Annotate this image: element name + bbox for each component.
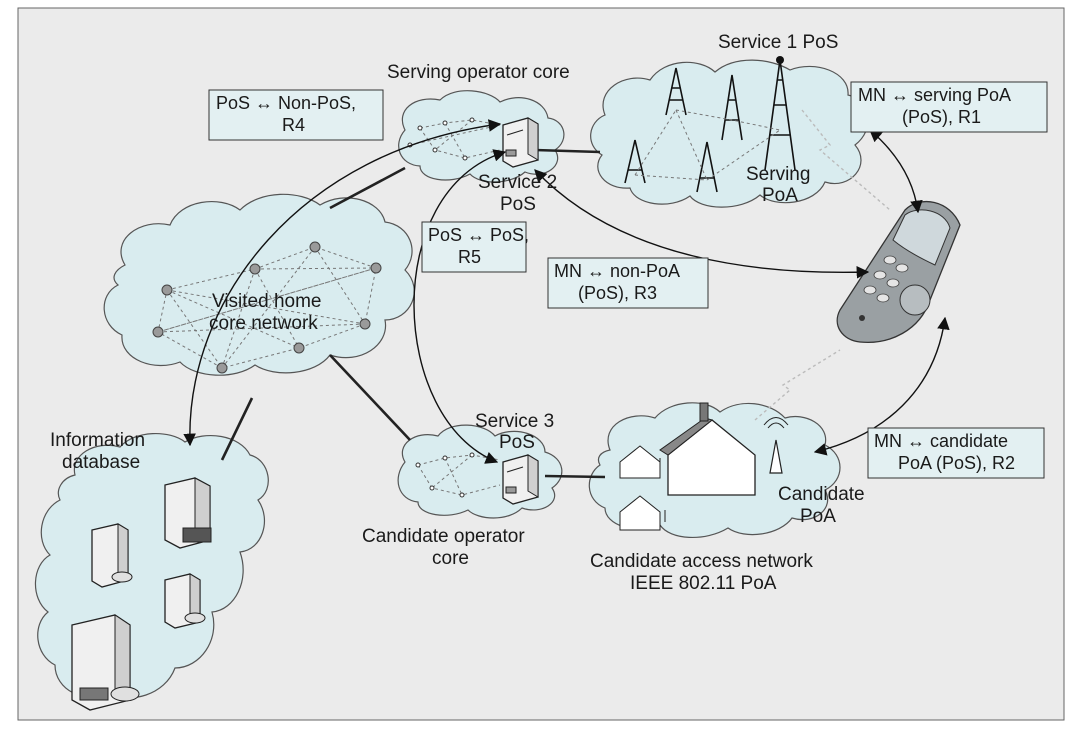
relation-box-r3: MN ↔ non-PoA (PoS), R3 — [547, 257, 709, 309]
r1-line2: (PoS), R1 — [902, 107, 981, 127]
mobile-node-phone — [836, 201, 961, 344]
candidate-access-houses — [619, 402, 789, 531]
service3-label-line1: Service 3 — [475, 411, 554, 432]
serving-operator-core-cloud — [398, 90, 565, 183]
service1-pos-label: Service 1 PoS — [718, 32, 838, 53]
r3-line1: MN ↔ non-PoA — [554, 261, 680, 281]
r2-line2: PoA (PoS), R2 — [898, 453, 1015, 473]
relation-box-r4: PoS ↔ Non-PoS, R4 — [208, 89, 384, 141]
r5-line2: R5 — [458, 247, 481, 267]
r2-line1: MN ↔ candidate — [874, 431, 1008, 451]
serving-poa-label-line1: Serving — [746, 164, 810, 185]
relation-arrows — [183, 119, 950, 464]
database-servers — [71, 477, 212, 711]
candidate-core-label-line1: Candidate operator — [362, 526, 525, 547]
service2-label-line1: Service 2 — [478, 172, 557, 193]
info-db-label-line1: Information — [50, 430, 145, 451]
service3-label-line2: PoS — [499, 432, 535, 453]
candidate-poa-label-line1: Candidate — [778, 484, 865, 505]
service2-label-line2: PoS — [500, 194, 536, 215]
r4-line1: PoS ↔ Non-PoS, — [216, 93, 356, 113]
relation-box-r1: MN ↔ serving PoA (PoS), R1 — [850, 81, 1048, 133]
r3-line2: (PoS), R3 — [578, 283, 657, 303]
candidate-radio-link — [754, 349, 841, 421]
visited-home-label-line1: Visited home — [212, 291, 322, 312]
visited-home-label-line2: core network — [209, 313, 318, 334]
service2-pos-server — [502, 117, 539, 168]
r1-line1: MN ↔ serving PoA — [858, 85, 1011, 105]
candidate-core-label-line2: core — [432, 548, 469, 569]
r5-line1: PoS ↔ PoS, — [428, 225, 529, 245]
r4-line2: R4 — [282, 115, 305, 135]
relation-box-r2: MN ↔ candidate PoA (PoS), R2 — [867, 427, 1045, 479]
candidate-core-mesh — [415, 452, 501, 498]
service3-pos-server — [502, 454, 539, 505]
relation-box-r5: PoS ↔ PoS, R5 — [421, 221, 529, 273]
candidate-access-label-line2: IEEE 802.11 PoA — [630, 573, 777, 594]
candidate-access-label-line1: Candidate access network — [590, 551, 813, 572]
serving-poa-label-line2: PoA — [762, 185, 798, 206]
info-db-label-line2: database — [62, 452, 140, 473]
serving-operator-core-label: Serving operator core — [387, 62, 570, 83]
candidate-poa-label-line2: PoA — [800, 506, 836, 527]
